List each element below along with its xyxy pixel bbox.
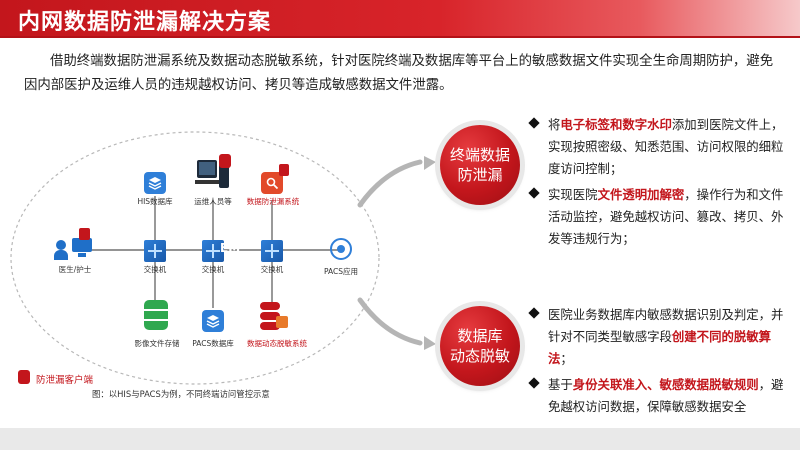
bullet-item: 医院业务数据库内敏感数据识别及判定，并针对不同类型敏感字段创建不同的脱敏算法； xyxy=(528,304,786,370)
bullet-text: 将 xyxy=(548,117,561,132)
bullet-text: 基于 xyxy=(548,377,573,392)
page-title: 内网数据防泄漏解决方案 xyxy=(18,10,272,35)
switch-label: 交换机 xyxy=(201,265,225,274)
dlp-client-label: 防泄漏客户端 xyxy=(36,375,94,386)
highlighted-text: 文件透明加解密 xyxy=(597,187,685,202)
switch-label: 交换机 xyxy=(143,265,167,274)
masking-badge-line: 动态脱敏 xyxy=(449,347,510,365)
diamond-bullet-icon xyxy=(528,377,540,389)
highlighted-text: 电子标签和数字水印 xyxy=(560,117,672,132)
diagram-caption: 图：以HIS与PACS为例，不同终端访问管控示意 xyxy=(92,389,270,399)
bullet-text: ，避免越权访问数据，保障敏感数据安全 xyxy=(548,377,784,414)
ops-staff-label: 运维人员等 xyxy=(194,197,232,206)
pacs-database-label: PACS数据库 xyxy=(192,339,234,348)
dlp-solution-badge: 终端数据 防泄漏 xyxy=(440,125,520,205)
masking-system-icon xyxy=(260,302,288,332)
masking-solution-badge: 数据库 动态脱敏 xyxy=(440,306,520,386)
his-database-icon xyxy=(144,172,166,194)
dlp-badge-icon xyxy=(279,164,289,176)
diamond-bullet-icon xyxy=(528,117,540,129)
bullet-text: ； xyxy=(560,351,573,366)
masking-bullet-panel: 医院业务数据库内敏感数据识别及判定，并针对不同类型敏感字段创建不同的脱敏算法；基… xyxy=(528,304,786,422)
masking-system-label: 数据动态脱敏系统 xyxy=(247,339,307,348)
dlp-client-icon xyxy=(18,370,30,384)
image-storage-icon xyxy=(144,300,168,332)
bullet-text: 添加到医院文件上，实现按照密级、知悉范围、访问权限的细粒度访问控制； xyxy=(548,117,784,176)
dlp-system-label: 数据防泄漏系统 xyxy=(246,197,300,206)
his-database-label: HIS数据库 xyxy=(137,197,173,206)
intro-paragraph: 借助终端数据防泄漏系统及数据动态脱敏系统，针对医院终端及数据库等平台上的敏感数据… xyxy=(24,54,774,93)
arrow-to-masking xyxy=(357,297,423,346)
network-diagram: HIS数据库 运维人员等 数据防泄漏系统 医生/护士 交换机 交换机 交换机 E… xyxy=(0,100,800,450)
bullet-item: 基于身份关联准入、敏感数据脱敏规则，避免越权访问数据，保障敏感数据安全 xyxy=(528,374,786,418)
bullet-item: 实现医院文件透明加解密，操作行为和文件活动监控，避免越权访问、篡改、拷贝、外发等… xyxy=(528,184,786,250)
pacs-app-icon xyxy=(330,238,352,260)
switch-icon xyxy=(144,240,166,262)
network-boundary-ellipse xyxy=(10,131,380,385)
diamond-bullet-icon xyxy=(528,187,540,199)
dlp-badge-line: 防泄漏 xyxy=(457,166,503,184)
switch-icon xyxy=(261,240,283,262)
doctor-terminal-icon xyxy=(54,236,96,262)
footer-bar xyxy=(0,428,800,450)
pacs-database-icon xyxy=(202,310,224,332)
doctor-dlp-badge-icon xyxy=(79,228,90,240)
bullet-text: ，操作行为和文件活动监控，避免越权访问、篡改、拷贝、外发等违规行为； xyxy=(548,187,784,246)
arrowhead-masking xyxy=(424,336,436,350)
title-divider xyxy=(0,36,800,38)
masking-badge-line: 数据库 xyxy=(457,327,503,345)
doctor-label: 医生/护士 xyxy=(58,265,92,274)
switch-icon xyxy=(202,240,224,262)
title-bar: 内网数据防泄漏解决方案 xyxy=(0,0,800,36)
bullet-item: 将电子标签和数字水印添加到医院文件上，实现按照密级、知悉范围、访问权限的细粒度访… xyxy=(528,114,786,180)
image-storage-label: 影像文件存储 xyxy=(134,339,180,348)
pacs-app-label: PACS应用 xyxy=(323,267,359,276)
arrow-to-dlp xyxy=(357,159,423,208)
dlp-system-icon xyxy=(261,172,283,194)
highlighted-text: 身份关联准入、敏感数据脱敏规则 xyxy=(572,377,759,392)
switch-label: 交换机 xyxy=(260,265,284,274)
bullet-text: 实现医院 xyxy=(548,187,598,202)
diamond-bullet-icon xyxy=(528,307,540,319)
dlp-badge-line: 终端数据 xyxy=(449,146,510,164)
dlp-shield-icon xyxy=(219,154,231,168)
highlighted-text: 创建不同的脱敏算法 xyxy=(548,329,772,366)
em-text: EM xyxy=(220,241,241,255)
arrowhead-dlp xyxy=(424,156,436,170)
bullet-text: 医院业务数据库内敏感数据识别及判定，并针对不同类型敏感字段 xyxy=(548,307,784,344)
ops-staff-icon xyxy=(193,160,233,192)
dlp-bullet-panel: 将电子标签和数字水印添加到医院文件上，实现按照密级、知悉范围、访问权限的细粒度访… xyxy=(528,114,786,254)
